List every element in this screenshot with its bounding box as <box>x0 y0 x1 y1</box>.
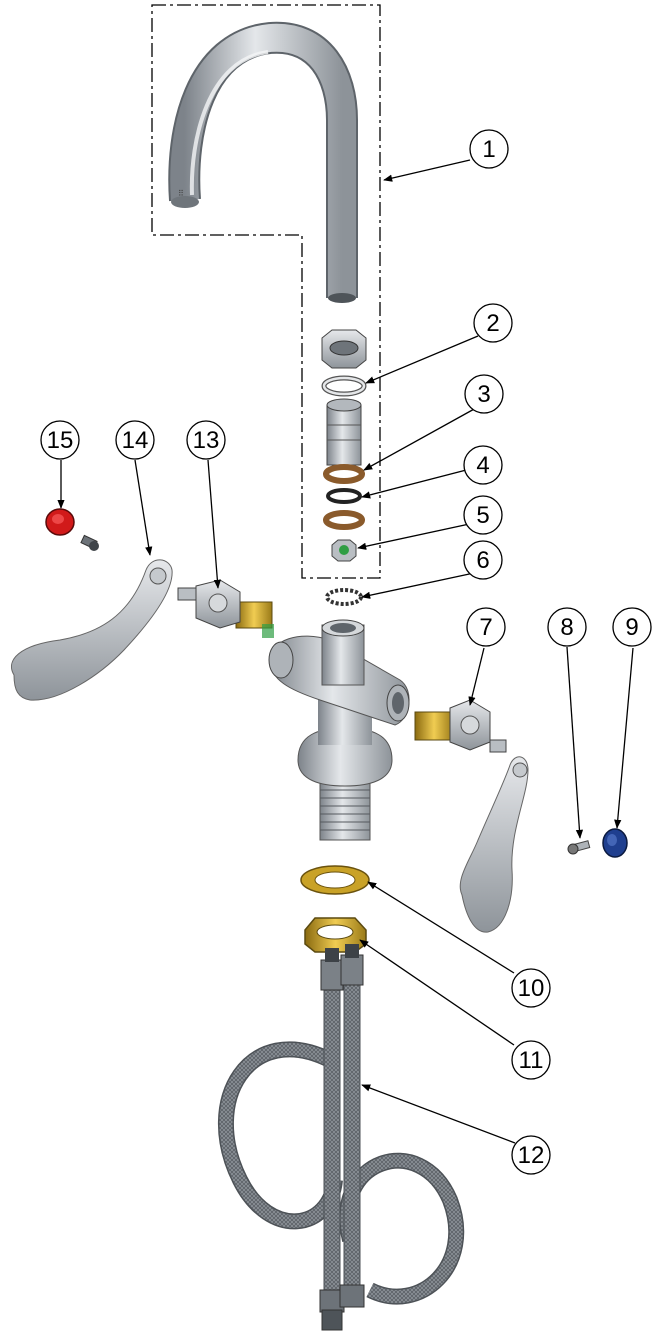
callout-circle <box>186 420 226 460</box>
part-9-index-cap-cold <box>602 828 628 858</box>
spout-marking-icon: ⠿ <box>178 189 184 198</box>
part-2-nut-washer <box>321 329 367 397</box>
callout-5: 5 <box>463 495 503 535</box>
callout-4: 4 <box>463 445 503 485</box>
leader-14 <box>134 459 153 556</box>
part-4-copper-washer <box>323 510 365 530</box>
callout-circle <box>612 607 652 647</box>
callout-circle <box>40 420 80 460</box>
callout-label: 9 <box>625 614 638 641</box>
part-10-brass-washer <box>300 865 370 895</box>
leader-2 <box>365 335 479 384</box>
callout-1: 1 <box>469 129 509 169</box>
part-1-spout: ⠿ <box>168 21 358 303</box>
callout-13: 13 <box>186 420 226 460</box>
leader-3 <box>363 407 477 471</box>
handle-screw-left <box>80 534 99 551</box>
leader-10 <box>367 881 515 974</box>
leader-9 <box>614 647 634 829</box>
lever-handle-right <box>459 756 529 933</box>
part-7-cartridge-right <box>414 699 507 753</box>
callout-label: 1 <box>482 136 495 163</box>
leader-11 <box>359 939 515 1046</box>
leader-13 <box>207 459 221 589</box>
callout-circle <box>463 495 503 535</box>
callout-label: 10 <box>518 975 545 1002</box>
callout-circle <box>547 607 587 647</box>
callout-circle <box>115 420 155 460</box>
callout-label: 7 <box>479 614 492 641</box>
callout-9: 9 <box>612 607 652 647</box>
callout-15: 15 <box>40 420 80 460</box>
callout-label: 2 <box>486 310 499 337</box>
leader-6 <box>361 572 475 599</box>
leader-lines <box>57 159 634 1144</box>
leader-12 <box>361 1084 516 1144</box>
callout-circle <box>511 968 551 1008</box>
leader-5 <box>357 522 475 550</box>
callout-circle <box>473 303 513 343</box>
callout-label: 13 <box>193 427 220 454</box>
spout-adapter-sleeve <box>326 398 362 466</box>
part-5-strainer-seat <box>331 539 357 562</box>
callout-circle <box>464 374 504 414</box>
callout-label: 14 <box>122 427 149 454</box>
callout-2: 2 <box>473 303 513 343</box>
part-3-o-ring <box>323 464 365 484</box>
callout-circle <box>463 540 503 580</box>
faucet-body <box>268 619 410 841</box>
callout-8: 8 <box>547 607 587 647</box>
spout-group-boundary <box>151 4 381 579</box>
part-4-o-ring <box>326 488 362 504</box>
callout-circle <box>511 1040 551 1080</box>
callout-circle <box>463 445 503 485</box>
leader-8 <box>566 646 584 839</box>
leader-1 <box>383 159 471 182</box>
callout-label: 3 <box>477 381 490 408</box>
callout-14: 14 <box>115 420 155 460</box>
part-12-supply-hoses <box>217 944 465 1331</box>
callout-circle <box>469 129 509 169</box>
callout-3: 3 <box>464 374 504 414</box>
part-6-lock-washer <box>325 588 363 606</box>
callout-label: 6 <box>476 547 489 574</box>
leader-4 <box>361 467 475 499</box>
part-8-handle-screw <box>567 840 591 855</box>
callout-label: 15 <box>47 427 74 454</box>
callout-10: 10 <box>511 968 551 1008</box>
leader-7 <box>468 647 485 706</box>
callout-circle <box>511 1135 551 1175</box>
part-15-index-cap-hot <box>45 508 75 536</box>
callout-label: 5 <box>476 502 489 529</box>
callout-7: 7 <box>466 607 506 647</box>
callout-6: 6 <box>463 540 503 580</box>
callout-11: 11 <box>511 1040 551 1080</box>
callout-label: 12 <box>518 1142 545 1169</box>
callout-circle <box>466 607 506 647</box>
callout-12: 12 <box>511 1135 551 1175</box>
callout-label: 8 <box>560 614 573 641</box>
callout-label: 4 <box>476 452 489 479</box>
callout-label: 11 <box>519 1047 544 1074</box>
part-14-lever-handle-left <box>11 559 173 701</box>
part-13-cartridge-left <box>177 579 274 638</box>
